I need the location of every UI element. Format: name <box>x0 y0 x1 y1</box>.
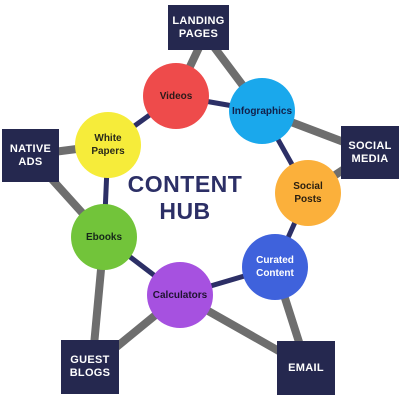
box-landing-pages-line1: LANDING <box>172 14 225 27</box>
node-white-papers[interactable]: White Papers <box>75 112 141 178</box>
node-white-papers-line2: Papers <box>91 146 125 157</box>
node-ebooks[interactable]: Ebooks <box>71 204 137 270</box>
node-ebooks-label: Ebooks <box>85 231 123 243</box>
node-calculators-label: Calculators <box>152 289 208 301</box>
box-native-ads-line1: NATIVE <box>9 142 52 155</box>
node-social-posts-line1: Social <box>293 181 323 192</box>
node-videos[interactable]: Videos <box>143 63 209 129</box>
node-curated-content-line1: Curated <box>256 255 294 266</box>
box-email[interactable]: EMAIL <box>277 341 335 395</box>
box-landing-pages-line2: PAGES <box>178 27 219 40</box>
box-native-ads[interactable]: NATIVE ADS <box>2 129 59 182</box>
box-social-media-line1: SOCIAL <box>348 139 392 152</box>
box-landing-pages[interactable]: LANDING PAGES <box>168 5 229 50</box>
hub-title: CONTENT HUB <box>120 171 250 225</box>
node-curated-content[interactable]: Curated Content <box>242 234 308 300</box>
node-social-posts[interactable]: Social Posts <box>275 160 341 226</box>
box-guest-blogs-line2: BLOGS <box>69 367 111 379</box>
box-guest-blogs-line1: GUEST <box>70 354 110 366</box>
box-guest-blogs[interactable]: GUEST BLOGS <box>61 340 119 394</box>
box-social-media[interactable]: SOCIAL MEDIA <box>341 126 399 179</box>
node-infographics-label: Infographics <box>232 105 293 117</box>
node-infographics[interactable]: Infographics <box>229 78 295 144</box>
box-native-ads-line2: ADS <box>18 155 43 168</box>
node-white-papers-line1: White <box>94 133 122 144</box>
box-social-media-line2: MEDIA <box>351 152 389 165</box>
hub-title-line1: CONTENT <box>127 171 243 197</box>
node-videos-label: Videos <box>159 90 193 102</box>
hub-title-line2: HUB <box>159 198 211 224</box>
node-curated-content-line2: Content <box>256 268 294 279</box>
node-calculators[interactable]: Calculators <box>147 262 213 328</box>
box-email-line1: EMAIL <box>288 361 324 374</box>
node-social-posts-line2: Posts <box>294 194 322 205</box>
